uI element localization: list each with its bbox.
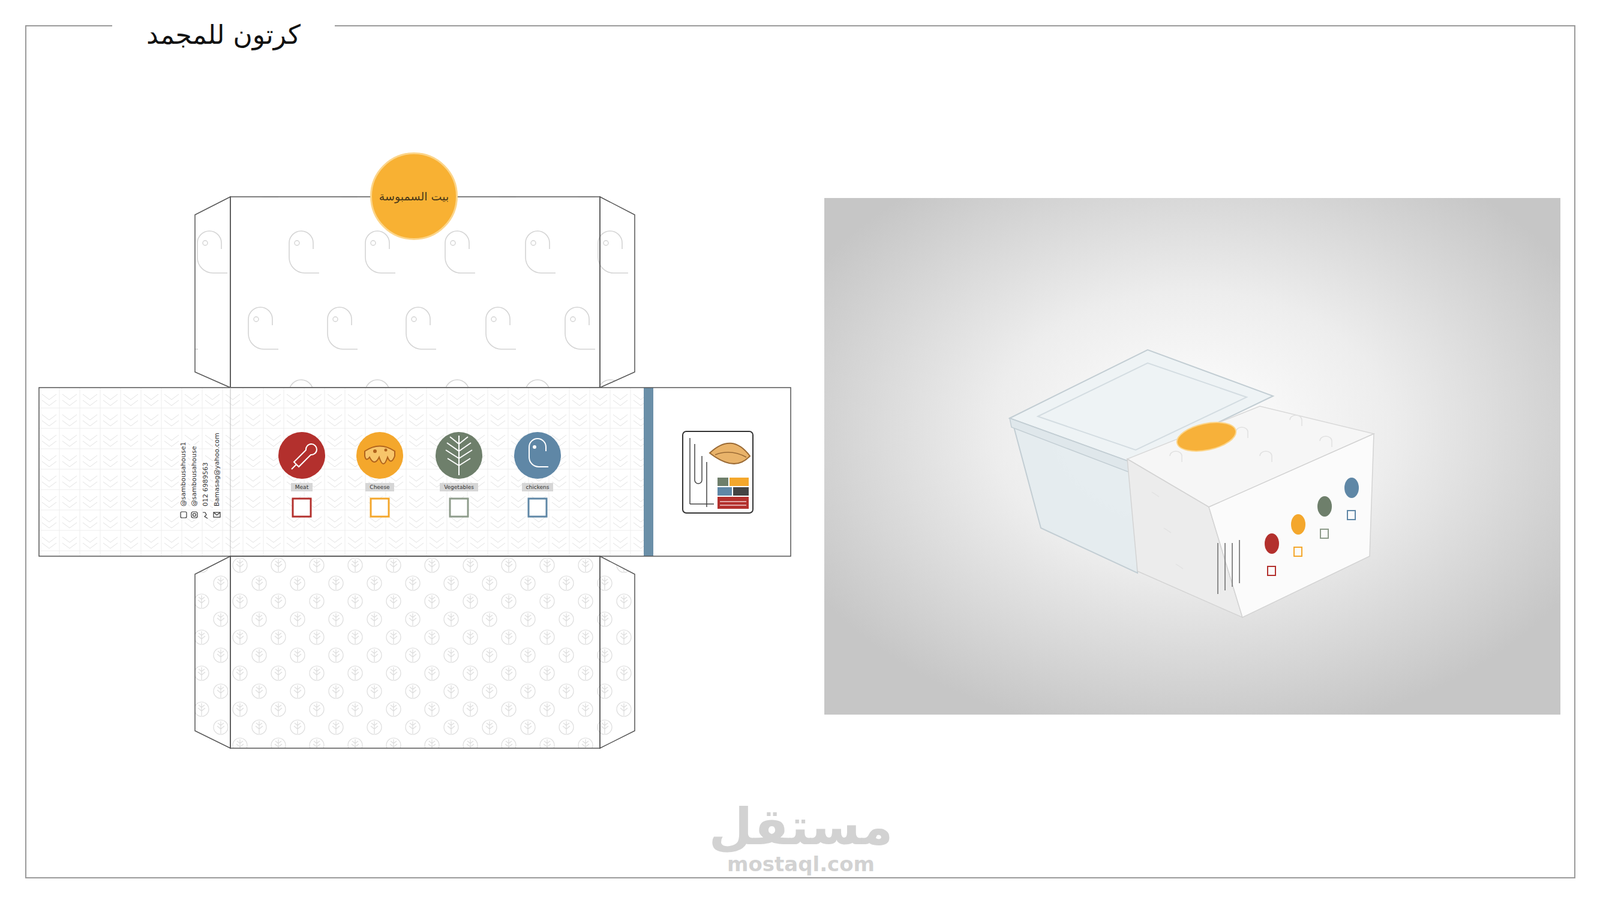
brand-pattern-mark <box>167 154 198 197</box>
brand-pattern-mark <box>406 307 437 350</box>
top-panel <box>167 154 635 422</box>
brand-pattern-mark <box>327 154 358 197</box>
contact-text: 012 6989563 <box>201 461 210 508</box>
brand-pattern-mark <box>167 307 198 350</box>
side-band <box>38 387 791 557</box>
filling-name: Meat <box>295 483 309 491</box>
contact-icons <box>180 511 221 519</box>
brand-pattern-mark <box>327 307 358 350</box>
filling-icons <box>278 431 561 517</box>
page-frame <box>25 25 1575 878</box>
brand-pattern-mark <box>485 307 516 350</box>
brand-logo-circle: بيت السمبوسة <box>370 152 458 240</box>
mockup <box>824 197 1561 715</box>
brand-pattern-mark <box>289 230 320 273</box>
brand-pattern-mark <box>248 154 279 197</box>
brand-pattern-mark <box>525 230 556 273</box>
contact-text: @sambousahouse1 <box>179 440 188 508</box>
filling-label: Vegetables <box>439 482 479 492</box>
bottom-panel <box>194 556 635 749</box>
brand-pattern-mark <box>445 230 476 273</box>
watermark: mostaql.com <box>727 852 875 876</box>
brand-pattern-mark <box>248 307 279 350</box>
filling-label: chickens <box>521 482 554 492</box>
contact-text: @sambousahouse <box>190 444 199 508</box>
brand-pattern-mark <box>565 154 596 197</box>
watermark: مستقل <box>708 797 893 857</box>
page-title: كرتون للمجمد <box>112 17 335 52</box>
filling-label: Meat <box>290 482 313 492</box>
brand-name: بيت السمبوسة <box>379 188 449 204</box>
brand-pattern-mark <box>598 230 629 273</box>
contact-text: Bamasag@yahoo.com <box>212 431 222 508</box>
brand-pattern-mark <box>197 230 228 273</box>
brand-pattern-mark <box>565 307 596 350</box>
brand-mark <box>682 431 753 513</box>
filling-name: Vegetables <box>443 483 474 491</box>
filling-label: Cheese <box>365 482 394 492</box>
brand-pattern-mark <box>485 154 516 197</box>
filling-name: Cheese <box>369 483 390 491</box>
logo-pattern <box>167 154 629 422</box>
brand-pattern-mark <box>365 230 396 273</box>
filling-name: chickens <box>526 483 550 491</box>
